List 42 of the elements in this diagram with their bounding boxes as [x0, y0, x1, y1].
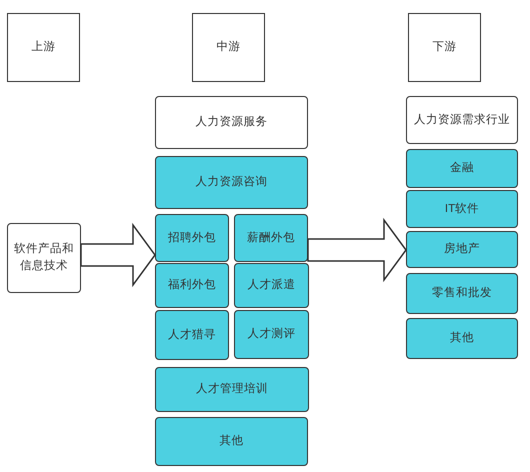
category-box [155, 417, 308, 466]
category-box [155, 156, 308, 209]
category-box [406, 96, 518, 144]
stage-label: 下游 [432, 40, 456, 56]
category-box [406, 190, 518, 228]
category-label: 其他 [450, 330, 474, 346]
category-label: 零售和批发 [432, 286, 492, 302]
category-label: 其他 [220, 434, 244, 450]
category-label: 人才猎寻 [168, 328, 216, 343]
category-box [155, 310, 229, 360]
category-label: 房地产 [444, 241, 480, 258]
category-box [234, 263, 309, 308]
stage-box [7, 13, 80, 82]
category-box [406, 231, 518, 268]
category-label: IT软件 [444, 202, 480, 217]
category-box [406, 318, 518, 359]
stage-label: 中游 [216, 40, 240, 56]
category-label: 金融 [450, 160, 474, 176]
category-label: 人力资源需求行业 [414, 112, 510, 128]
category-label: 人才测评 [248, 326, 296, 342]
category-box [234, 214, 308, 262]
category-box [7, 223, 81, 293]
stage-box [408, 13, 481, 82]
category-label: 福利外包 [168, 278, 216, 294]
category-label: 软件产品和信息技术 [13, 242, 75, 274]
category-box [406, 273, 518, 314]
category-label: 人才派遣 [248, 278, 296, 294]
category-box [155, 214, 229, 262]
category-label: 人才管理培训 [196, 381, 268, 398]
category-box [155, 367, 309, 412]
category-label: 招聘外包 [168, 230, 216, 246]
category-box [155, 263, 229, 308]
category-box [155, 96, 308, 149]
category-box [406, 149, 518, 188]
block-arrow [307, 218, 407, 282]
category-label: 人力资源服务 [196, 114, 268, 130]
category-label: 人力资源咨询 [196, 174, 268, 190]
block-arrow [80, 222, 156, 288]
stage-label: 上游 [32, 40, 56, 56]
category-label: 薪酬外包 [247, 230, 295, 246]
category-box [234, 310, 309, 359]
stage-box [192, 13, 265, 82]
